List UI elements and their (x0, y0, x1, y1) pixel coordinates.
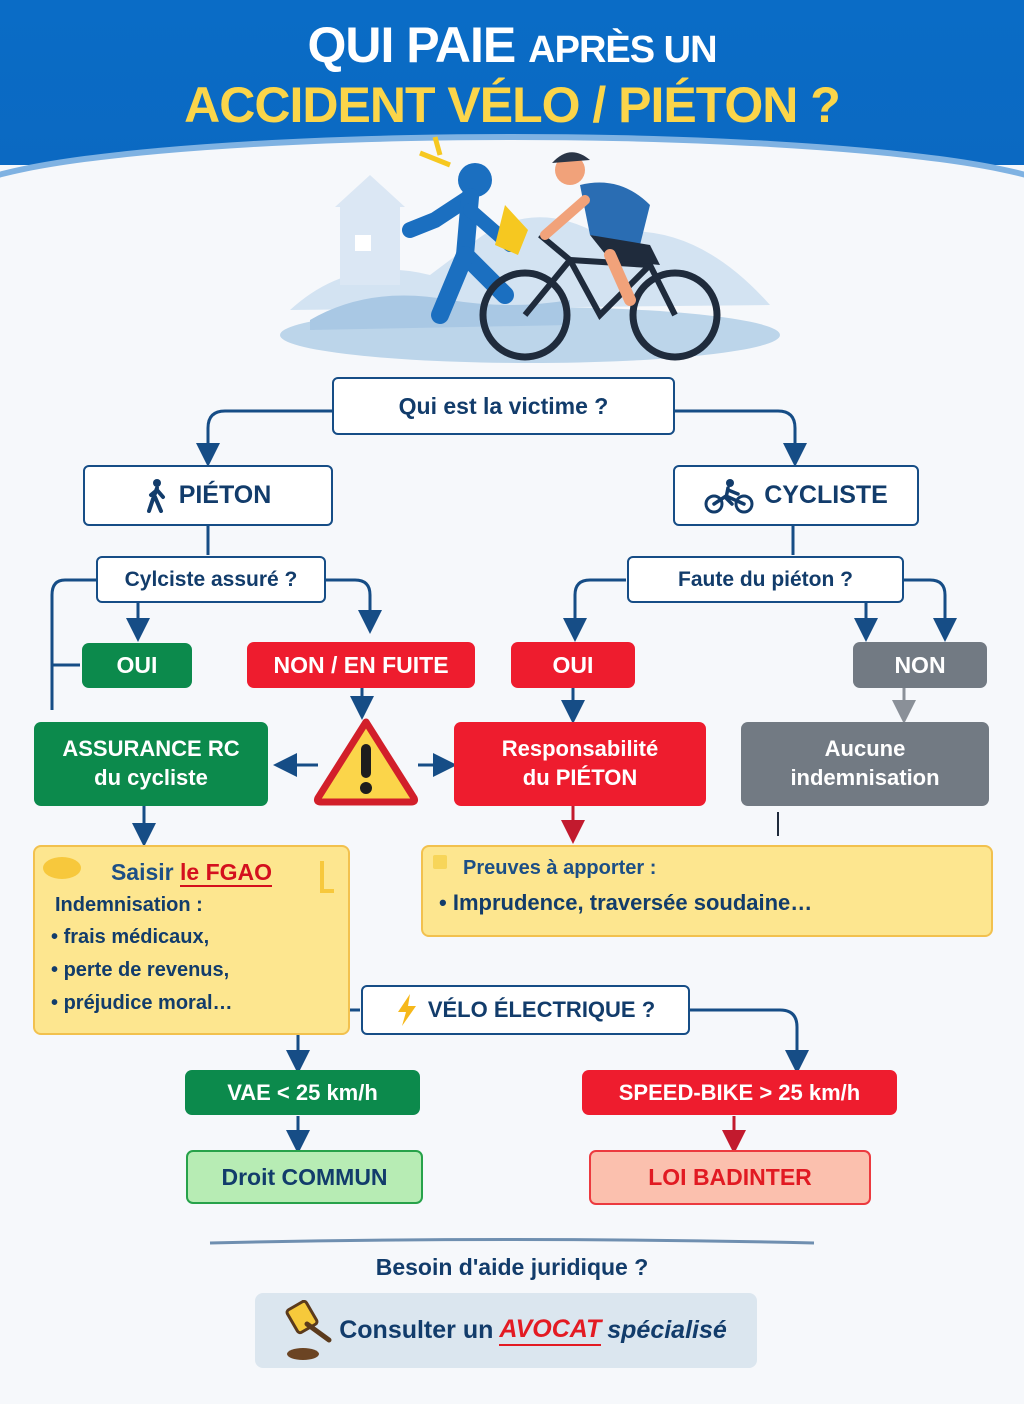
fgao-title-highlight: le FGAO (180, 859, 273, 887)
warning-icon (313, 718, 419, 806)
fgao-title-prefix: Saisir (110, 859, 174, 885)
insured-no-label: NON / EN FUITE (273, 651, 449, 678)
insured-yes-label: OUI (116, 652, 158, 678)
electric-question-text: VÉLO ÉLECTRIQUE ? (427, 997, 656, 1022)
vae-option-label: VAE < 25 km/h (227, 1079, 378, 1105)
proof-note: Preuves à apporter : • Imprudence, trave… (421, 845, 993, 937)
fault-yes-pill: OUI (511, 642, 635, 688)
badinter-law-label: LOI BADINTER (648, 1164, 812, 1190)
insured-yes-pill: OUI (82, 643, 192, 688)
pedestrian-label: PIÉTON (178, 481, 272, 509)
cta-highlight: AVOCAT (499, 1315, 602, 1346)
speech-bubble-icon (43, 857, 81, 879)
legal-help-question: Besoin d'aide juridique ? (375, 1254, 649, 1280)
fault-no-pill: NON (853, 642, 987, 688)
fgao-list: • frais médicaux, • perte de revenus, • … (51, 921, 328, 1020)
pedestrian-fault-question-text: Faute du piéton ? (678, 567, 853, 591)
lightning-icon (397, 994, 416, 1026)
cta-prefix: Consulter un (339, 1316, 494, 1344)
common-law-result: Droit COMMUN (186, 1150, 423, 1204)
speedbike-option-label: SPEED-BIKE > 25 km/h (618, 1079, 861, 1105)
fault-yes-label: OUI (552, 651, 594, 678)
fgao-subtitle: Indemnisation : (55, 894, 203, 916)
title-line-2: ACCIDENT VÉLO / PIÉTON ? (184, 77, 841, 133)
insured-question-text: Cylciste assuré ? (124, 567, 298, 591)
pedestrian-icon (146, 478, 165, 513)
fgao-list-item: • frais médicaux, (51, 926, 210, 948)
cta-suffix: spécialisé (607, 1316, 727, 1344)
electric-question-box: VÉLO ÉLECTRIQUE ? (361, 985, 690, 1035)
pin-icon (320, 861, 334, 893)
cyclist-icon (704, 478, 754, 513)
fgao-list-item: • préjudice moral… (51, 992, 233, 1014)
title-strong: QUI PAIE (307, 17, 516, 73)
accident-illustration-icon (280, 136, 780, 363)
pedestrian-liability-line1: Responsabilité (501, 736, 659, 762)
pedestrian-liability-line2: du PIÉTON (522, 765, 638, 790)
fgao-title: Saisir le FGAO (55, 859, 328, 887)
root-question-text: Qui est la victime ? (398, 392, 609, 419)
badinter-law-result: LOI BADINTER (589, 1150, 871, 1205)
pedestrian-fault-question-box: Faute du piéton ? (627, 556, 904, 603)
common-law-label: Droit COMMUN (221, 1163, 388, 1190)
title-small: APRÈS UN (528, 29, 717, 71)
cyclist-box: CYCLISTE (673, 465, 919, 526)
fgao-item-text: préjudice moral… (63, 992, 233, 1014)
rc-insurance-result: ASSURANCE RC du cycliste (34, 722, 268, 806)
fgao-item-text: perte de revenus, (63, 959, 230, 981)
title-line-1: QUI PAIE APRÈS UN (0, 16, 1024, 74)
fgao-note: Saisir le FGAO Indemnisation : • frais m… (33, 845, 350, 1035)
no-compensation-result: Aucune indemnisation (741, 722, 989, 806)
vae-option-pill: VAE < 25 km/h (185, 1070, 420, 1115)
gavel-icon (285, 1299, 332, 1360)
insured-question-box: Cylciste assuré ? (96, 556, 326, 603)
no-compensation-line1: Aucune (824, 736, 906, 762)
speedbike-option-pill: SPEED-BIKE > 25 km/h (582, 1070, 897, 1115)
pedestrian-box: PIÉTON (83, 465, 333, 526)
rc-insurance-line1: ASSURANCE RC (62, 736, 240, 762)
proof-item-text: Imprudence, traversée soudaine… (452, 890, 813, 915)
proof-list-item: • Imprudence, traversée soudaine… (439, 890, 813, 915)
cyclist-label: CYCLISTE (764, 481, 888, 509)
no-compensation-line2: indemnisation (790, 765, 940, 790)
fault-no-label: NON (894, 651, 946, 678)
rc-insurance-line2: du cycliste (94, 765, 208, 790)
proof-title: Preuves à apporter : (463, 857, 657, 879)
pedestrian-liability-result: Responsabilité du PIÉTON (454, 722, 706, 806)
lawyer-cta[interactable]: Consulter un AVOCAT spécialisé (255, 1293, 757, 1368)
note-tab-icon (433, 855, 447, 869)
fgao-list-item: • perte de revenus, (51, 959, 230, 981)
root-question-box: Qui est la victime ? (332, 377, 675, 435)
fgao-item-text: frais médicaux, (63, 926, 210, 948)
insured-no-pill: NON / EN FUITE (247, 642, 475, 688)
